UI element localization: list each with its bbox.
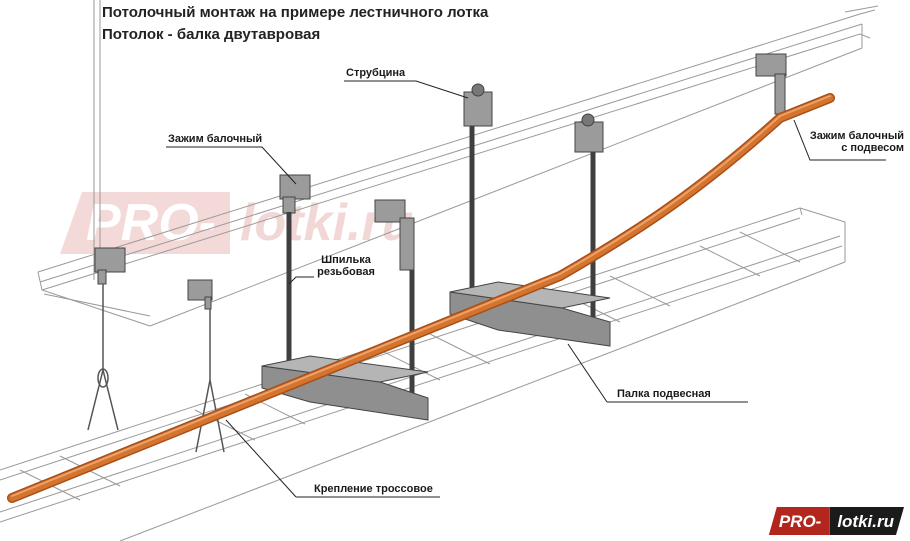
brand-logo[interactable]: PRO- lotki.ru — [768, 507, 904, 535]
label-strubtsina: Струбцина — [346, 67, 406, 79]
copper-pipe — [7, 93, 835, 503]
beam-clamp — [94, 247, 126, 285]
beam-clamp — [574, 113, 604, 153]
beam-clamp — [374, 199, 415, 271]
leader-line — [793, 119, 886, 161]
beam-clamp — [187, 279, 213, 310]
label-beam-clamp-hanger-line2: с подвесом — [841, 142, 904, 154]
leader-line — [344, 80, 469, 99]
beam-clamp — [279, 174, 311, 214]
cable-hanger — [87, 284, 119, 431]
label-suspension-bar: Палка подвесная — [617, 388, 711, 400]
label-beam-clamp-hanger-line1: Зажим балочный — [809, 130, 904, 142]
leader-line — [166, 146, 297, 185]
label-cable-mount: Крепление троссовое — [314, 483, 433, 495]
clamp-strubtsina — [463, 83, 493, 127]
title-line-1: Потолочный монтаж на примере лестничного… — [102, 4, 489, 21]
label-threaded-rod-line2: резьбовая — [317, 266, 375, 278]
leader-line — [567, 343, 748, 403]
logo-pro: PRO- — [768, 507, 830, 535]
label-threaded-rod-line1: Шпилька — [321, 254, 371, 266]
label-beam-clamp-hanger: Зажим балочный с подвесом — [792, 130, 904, 154]
leader-line — [288, 276, 314, 285]
leader-line — [225, 419, 440, 498]
cable-loop — [97, 368, 109, 388]
label-threaded-rod: Шпилька резьбовая — [314, 254, 378, 278]
label-beam-clamp: Зажим балочный — [168, 133, 263, 145]
cable-hanger — [195, 309, 225, 453]
title-line-2: Потолок - балка двутавровая — [102, 26, 321, 43]
logo-domain: lotki.ru — [829, 507, 904, 535]
i-beam — [37, 5, 879, 327]
